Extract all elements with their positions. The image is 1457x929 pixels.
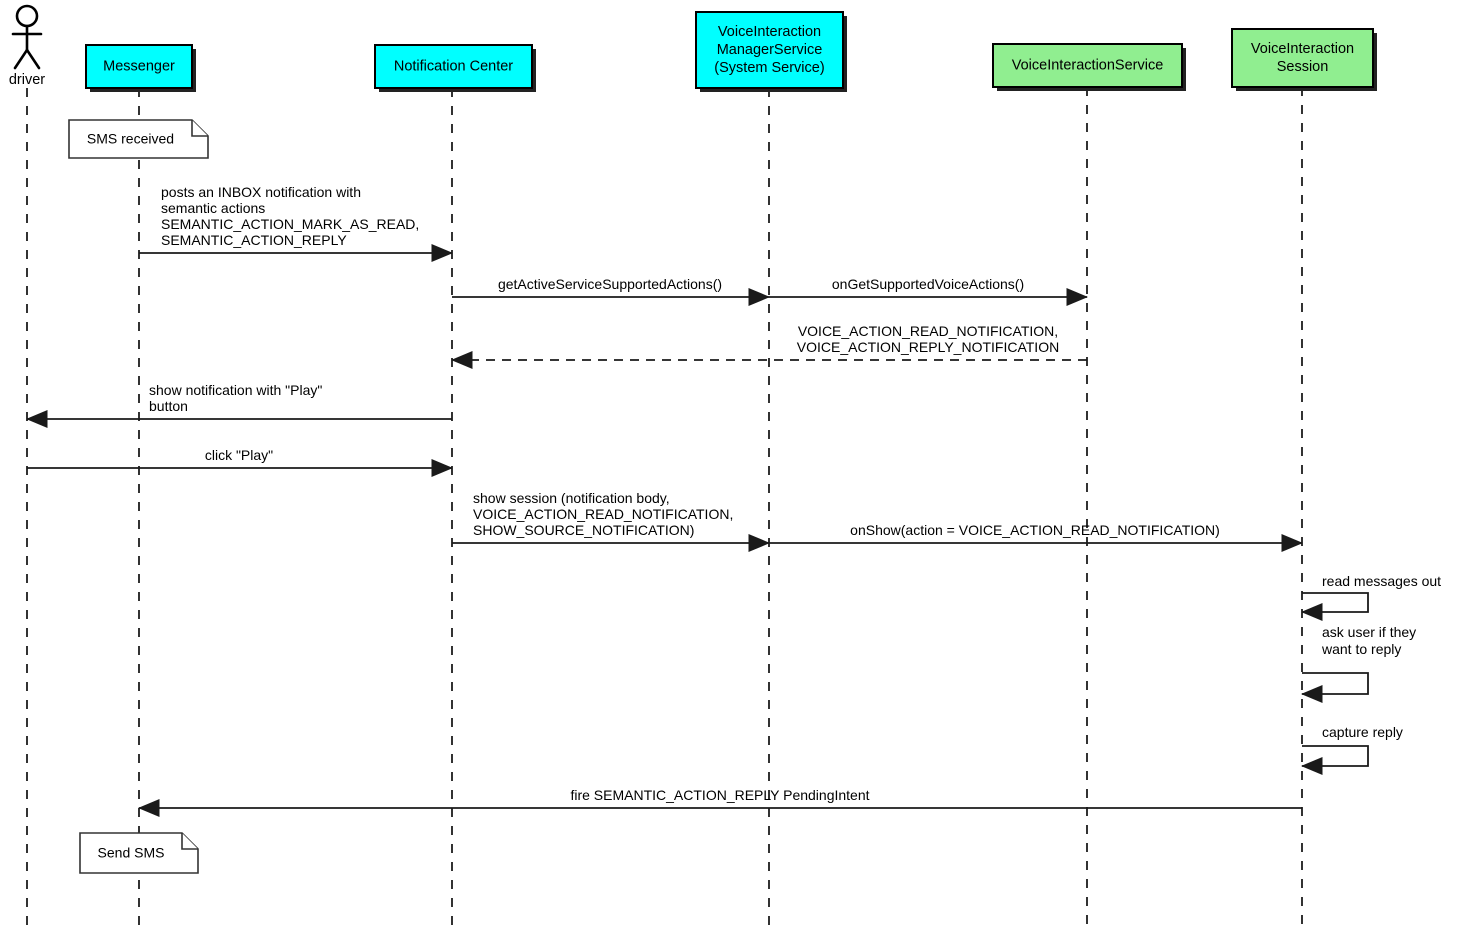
note-send-sms: Send SMS: [79, 832, 199, 874]
participant-label: Session: [1277, 59, 1329, 75]
participant-label: Notification Center: [394, 58, 513, 74]
message-label: show notification with "Play": [149, 382, 322, 398]
message-label: fire SEMANTIC_ACTION_REPLY PendingIntent: [570, 787, 869, 803]
participant-label: (System Service): [714, 60, 824, 76]
message-label: semantic actions: [161, 200, 265, 216]
message-label: show session (notification body,: [473, 490, 670, 506]
message-label: VOICE_ACTION_REPLY_NOTIFICATION: [797, 339, 1059, 355]
participant-messenger[interactable]: Messenger: [85, 44, 196, 92]
message-label: onGetSupportedVoiceActions(): [832, 276, 1024, 292]
message-label: getActiveServiceSupportedActions(): [498, 276, 722, 292]
self-message-arrow: [1300, 745, 1369, 775]
self-message-label: capture reply: [1322, 724, 1403, 740]
participant-box: [992, 43, 1183, 88]
participant-label: VoiceInteraction: [718, 24, 821, 40]
message-label: SHOW_SOURCE_NOTIFICATION): [473, 522, 694, 538]
actor-layer: driver: [9, 4, 45, 88]
msg-return-supported-voice-actions: VOICE_ACTION_READ_NOTIFICATION,VOICE_ACT…: [450, 323, 1087, 369]
participant-box: [85, 44, 193, 89]
note-fold-corner-icon: [191, 120, 208, 137]
msg-on-get-supported-voice-actions: onGetSupportedVoiceActions(): [769, 276, 1089, 306]
participant-box: [695, 11, 844, 89]
self-message-label: read messages out: [1322, 573, 1441, 589]
self-message-label: want to reply: [1321, 641, 1401, 657]
message-label: onShow(action = VOICE_ACTION_READ_NOTIFI…: [850, 522, 1220, 538]
participant-notification-center[interactable]: Notification Center: [374, 44, 536, 92]
msg-get-active-service-supported-actions: getActiveServiceSupportedActions(): [452, 276, 771, 306]
actor-head-icon: [15, 4, 39, 28]
participants-layer: Messenger Notification Center VoiceInterac…: [85, 11, 1377, 92]
actor-leg-left-icon: [13, 48, 29, 70]
note-fold-corner-icon: [181, 833, 198, 850]
msg-show-session: show session (notification body,VOICE_AC…: [452, 490, 771, 552]
actor-label: driver: [9, 72, 45, 88]
actor-driver[interactable]: driver: [9, 4, 45, 88]
message-label: VOICE_ACTION_READ_NOTIFICATION,: [473, 506, 733, 522]
msg-post-inbox-notification: posts an INBOX notification withsemantic…: [139, 184, 454, 262]
actor-leg-right-icon: [25, 48, 41, 70]
participant-box: [1231, 28, 1374, 88]
message-label: SEMANTIC_ACTION_MARK_AS_READ,: [161, 216, 419, 232]
self-message-arrow: [1300, 592, 1369, 621]
message-label: button: [149, 398, 188, 414]
note-body: [68, 119, 209, 159]
participant-label: VoiceInteraction: [1251, 41, 1354, 57]
lifelines-layer: [26, 87, 1303, 929]
message-label: VOICE_ACTION_READ_NOTIFICATION,: [798, 323, 1058, 339]
message-label: posts an INBOX notification with: [161, 184, 361, 200]
self-message-arrow: [1300, 672, 1369, 703]
selfmsg-read-messages-out: read messages out: [1300, 573, 1441, 621]
note-label: Send SMS: [98, 845, 165, 861]
participant-label: VoiceInteractionService: [1012, 57, 1164, 73]
message-label: SEMANTIC_ACTION_REPLY: [161, 232, 347, 248]
participant-voice-interaction-service[interactable]: VoiceInteractionService: [992, 43, 1186, 91]
msg-fire-semantic-action-reply-pendingintent: fire SEMANTIC_ACTION_REPLY PendingIntent: [137, 787, 1302, 817]
participant-box: [374, 44, 533, 89]
participant-label: ManagerService: [717, 42, 823, 58]
note-body: [79, 832, 199, 874]
self-message-label: ask user if they: [1322, 624, 1416, 640]
messages-layer: posts an INBOX notification withsemantic…: [25, 184, 1304, 817]
note-label: SMS received: [87, 131, 174, 147]
message-label: click "Play": [205, 447, 273, 463]
note-sms-received: SMS received: [68, 119, 209, 159]
participant-label: Messenger: [103, 58, 175, 74]
msg-on-show: onShow(action = VOICE_ACTION_READ_NOTIFI…: [769, 522, 1304, 552]
msg-show-notification-with-play-button: show notification with "Play"button: [25, 382, 452, 428]
msg-click-play: click "Play": [27, 447, 454, 477]
selfmsg-capture-reply: capture reply: [1300, 724, 1403, 775]
